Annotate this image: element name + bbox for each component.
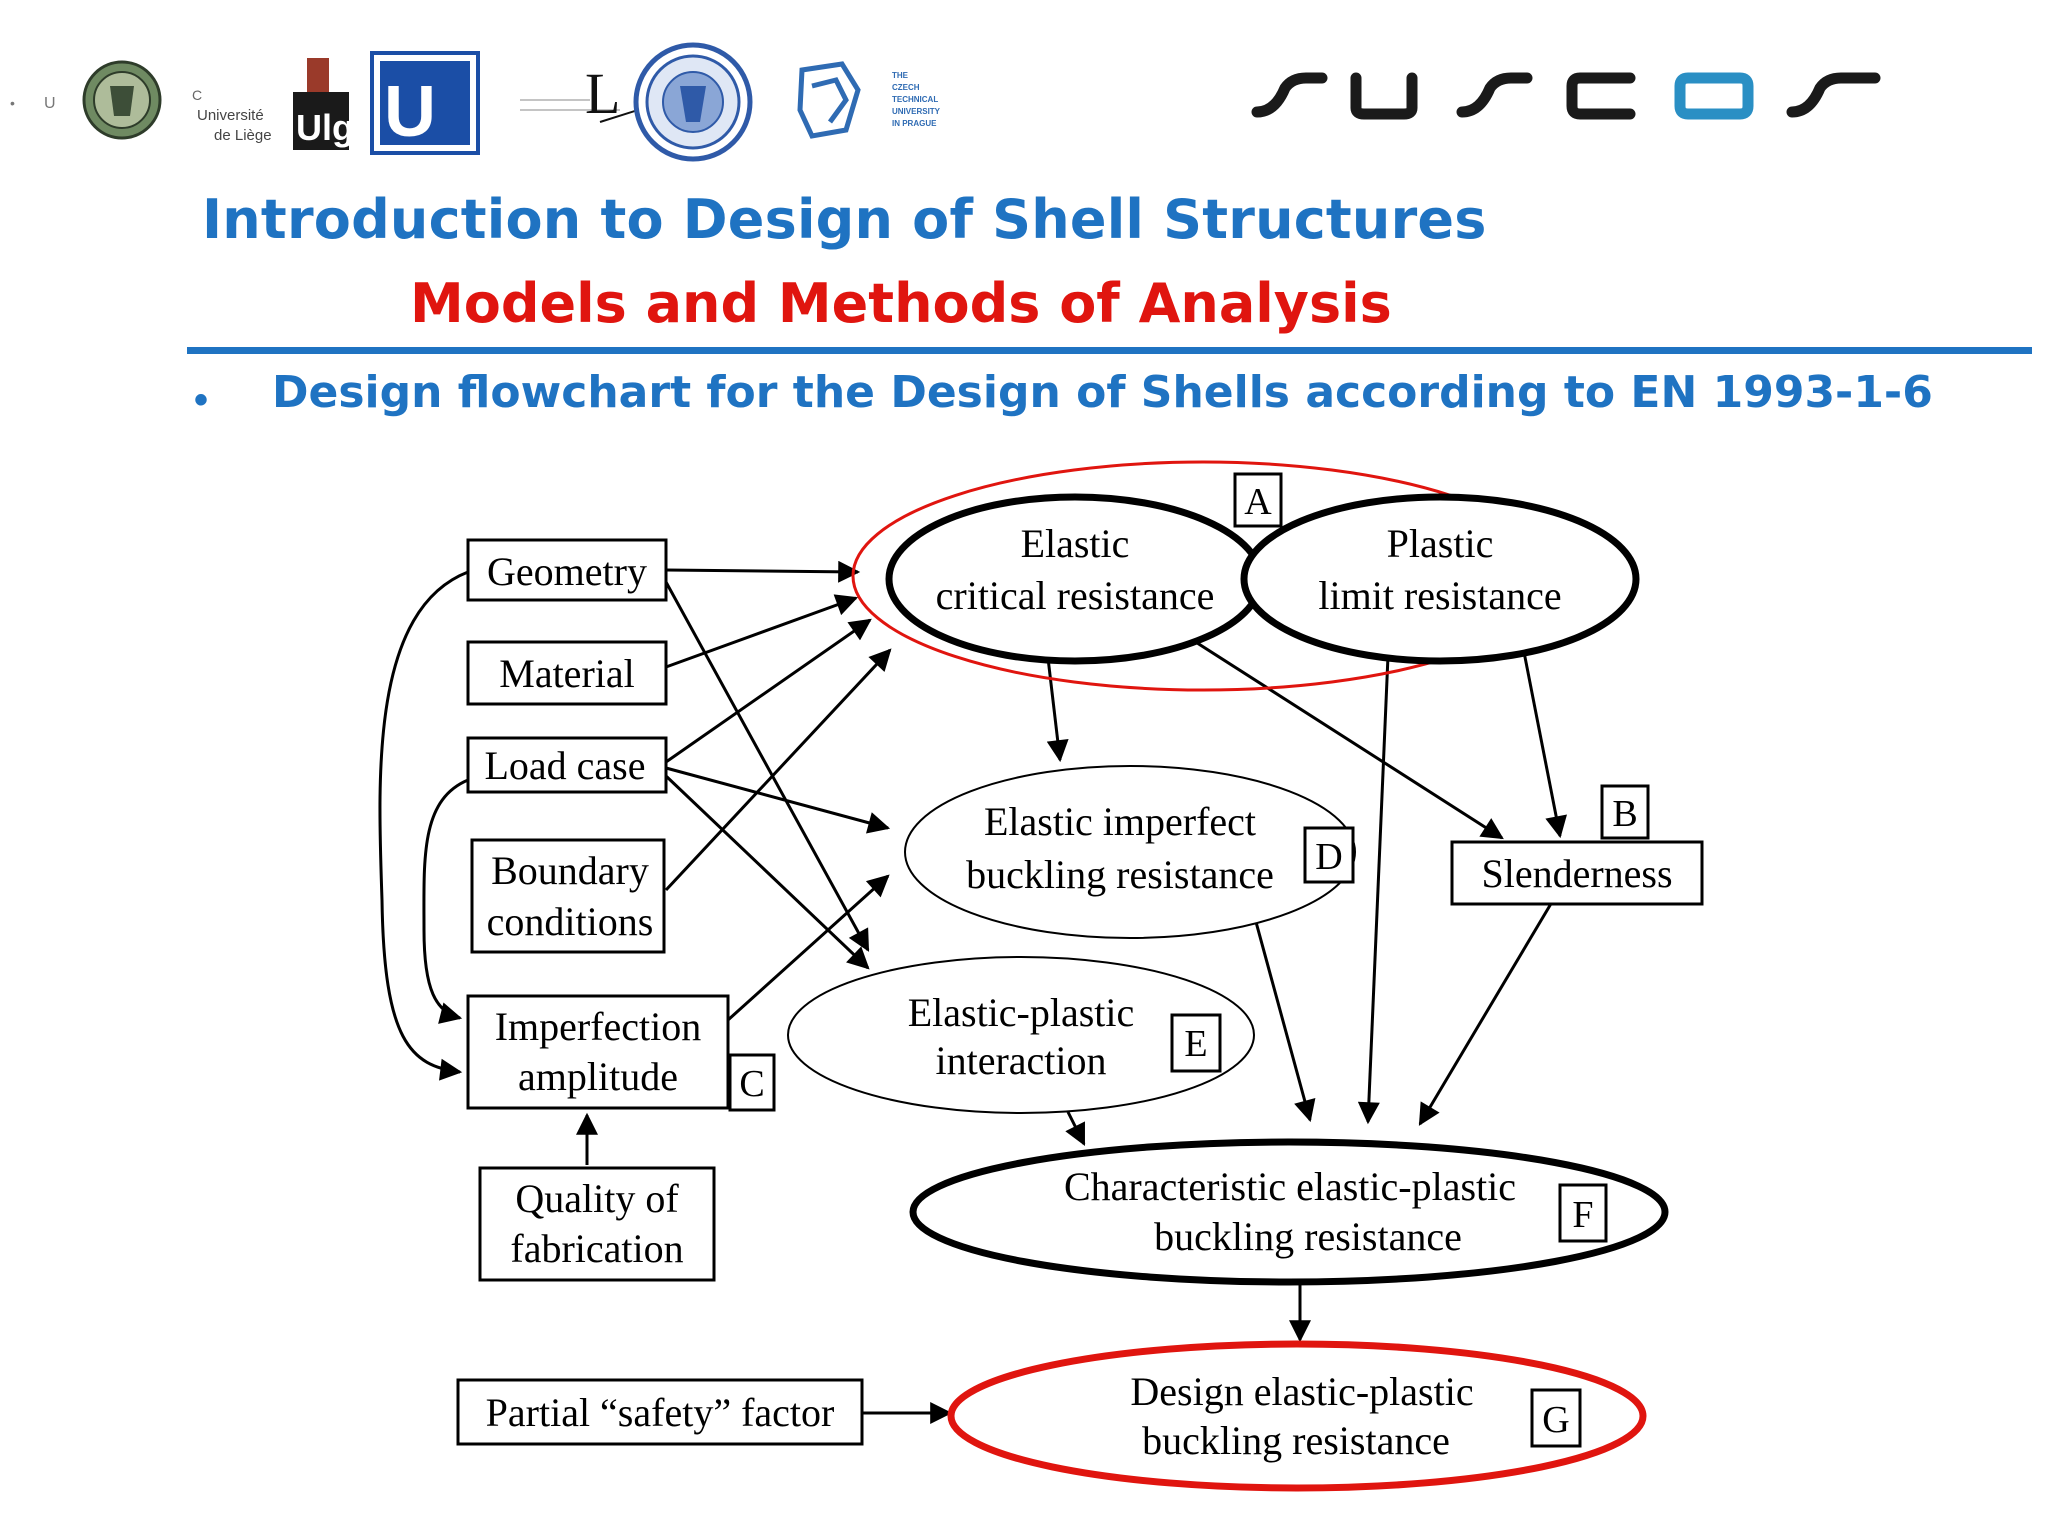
node-label-line: buckling resistance (966, 852, 1274, 897)
universite-de-liege-logo: C Université de Liège Ulg (192, 58, 354, 150)
tag-f: F (1558, 1183, 1608, 1243)
tag-b: B (1600, 784, 1650, 840)
node-label-line: buckling resistance (1154, 1214, 1462, 1259)
svg-text:de Liège: de Liège (214, 127, 272, 144)
arrow-e-to-f (1065, 1111, 1086, 1146)
node-elastic-plastic-interaction: Elastic-plastic interaction (787, 956, 1255, 1114)
node-elastic-imperfect-buckling-resistance: Elastic imperfect buckling resistance (904, 765, 1356, 939)
node-label-line: buckling resistance (1142, 1418, 1450, 1463)
node-label-line: critical resistance (936, 573, 1215, 618)
svg-text:TECHNICAL: TECHNICAL (892, 95, 938, 104)
arrow-geometry-to-imperfection (378, 570, 469, 1081)
bullet-symbol: • (194, 378, 209, 422)
arrow-loadcase-to-a (665, 618, 872, 764)
node-label-line: Design elastic-plastic (1130, 1369, 1473, 1414)
logo-bar: • U C Université de Liège Ulg U L (10, 42, 1881, 162)
node-label-line: Elastic imperfect (984, 799, 1256, 844)
node-label-line: fabrication (510, 1226, 683, 1271)
node-slenderness: Slenderness (1450, 840, 1704, 906)
node-boundary-conditions: Boundary conditions (470, 838, 666, 954)
tag-g: G (1530, 1388, 1582, 1448)
node-label: Material (499, 651, 635, 696)
node-label-line: limit resistance (1318, 573, 1561, 618)
node-label: Load case (484, 743, 645, 788)
page-title: Introduction to Design of Shell Structur… (202, 188, 1487, 251)
svg-text:Ulg: Ulg (296, 107, 354, 148)
svg-text:Université: Université (197, 107, 264, 124)
arrow-loadcase-to-d (665, 766, 891, 834)
node-label-line: Plastic (1387, 521, 1494, 566)
arrow-a-to-slenderness (1179, 630, 1504, 840)
svg-text:THE: THE (892, 71, 909, 80)
suscos-logo: suscos (1251, 72, 1881, 120)
node-label-line: conditions (487, 899, 654, 944)
u-box-logo: U (370, 51, 480, 155)
arrow-plastic-to-slenderness (1522, 651, 1567, 839)
bullet-text: Design flowchart for the Design of Shell… (272, 367, 1933, 418)
arrow-loadcase-to-imperfection (422, 778, 469, 1024)
node-elastic-critical-resistance: Elastic critical resistance (885, 493, 1265, 665)
node-quality-of-fabrication: Quality of fabrication (478, 1166, 716, 1282)
seal-logo-green (82, 60, 162, 140)
small-logo-mark: • U (10, 95, 56, 112)
tag-d: D (1303, 826, 1355, 884)
node-label-line: Quality of (515, 1176, 679, 1221)
arrow-geometry-to-a (665, 560, 861, 583)
svg-text:B: B (1612, 793, 1637, 835)
svg-text:UNIVERSITY: UNIVERSITY (892, 107, 941, 116)
arrow-material-to-a (665, 594, 859, 669)
title-divider (187, 347, 2032, 354)
node-label-line: Imperfection (495, 1004, 702, 1049)
tag-c: C (728, 1053, 776, 1112)
node-partial-safety-factor: Partial “safety” factor (456, 1378, 864, 1446)
svg-text:U: U (384, 72, 436, 152)
flowchart-arrows (378, 560, 1567, 1424)
arrow-loadcase-to-e (664, 774, 870, 970)
node-label-line: amplitude (518, 1054, 678, 1099)
node-plastic-limit-resistance: Plastic limit resistance (1240, 493, 1640, 665)
arrow-boundary-to-a (664, 648, 892, 892)
svg-text:A: A (1244, 481, 1272, 523)
node-geometry: Geometry (466, 538, 668, 602)
svg-text:C: C (739, 1063, 764, 1105)
svg-text:F: F (1572, 1194, 1593, 1236)
node-label-line: interaction (935, 1038, 1106, 1083)
svg-text:IN PRAGUE: IN PRAGUE (892, 119, 937, 128)
l-university-logo: L (520, 61, 639, 126)
svg-text:L: L (585, 61, 620, 126)
arrow-geometry-to-e (664, 581, 870, 952)
svg-text:E: E (1184, 1023, 1207, 1065)
node-label-line: Elastic-plastic (908, 990, 1135, 1035)
arrow-plastic-to-f (1357, 655, 1390, 1125)
seal-logo-blue (633, 42, 753, 162)
svg-text:G: G (1542, 1399, 1569, 1441)
node-label: Slenderness (1481, 851, 1672, 896)
arrow-slenderness-to-f (1418, 901, 1554, 1126)
node-design-buckling-resistance: Design elastic-plastic buckling resistan… (947, 1340, 1647, 1492)
node-label-line: Characteristic elastic-plastic (1064, 1164, 1516, 1209)
czech-technical-university-logo: THE CZECH TECHNICAL UNIVERSITY IN PRAGUE (797, 61, 941, 139)
node-characteristic-buckling-resistance: Characteristic elastic-plastic buckling … (909, 1138, 1669, 1286)
node-material: Material (466, 640, 668, 706)
svg-text:D: D (1315, 836, 1342, 878)
tag-a: A (1233, 472, 1283, 528)
arrow-imperfection-to-d (726, 874, 890, 1022)
page-subtitle: Models and Methods of Analysis (410, 272, 1392, 335)
svg-text:CZECH: CZECH (892, 83, 920, 92)
node-load-case: Load case (466, 736, 668, 794)
svg-text:C: C (192, 87, 202, 103)
node-label: Partial “safety” factor (486, 1390, 835, 1435)
svg-text:U: U (44, 95, 56, 112)
arrow-d-to-f (1254, 921, 1316, 1123)
svg-text:•: • (10, 95, 15, 111)
tag-e: E (1170, 1013, 1222, 1073)
node-label-line: Boundary (491, 848, 649, 893)
node-label-line: Elastic (1021, 521, 1130, 566)
node-label: Geometry (487, 549, 647, 594)
arrow-a-to-d (1046, 657, 1069, 763)
node-imperfection-amplitude: Imperfection amplitude (466, 994, 730, 1110)
